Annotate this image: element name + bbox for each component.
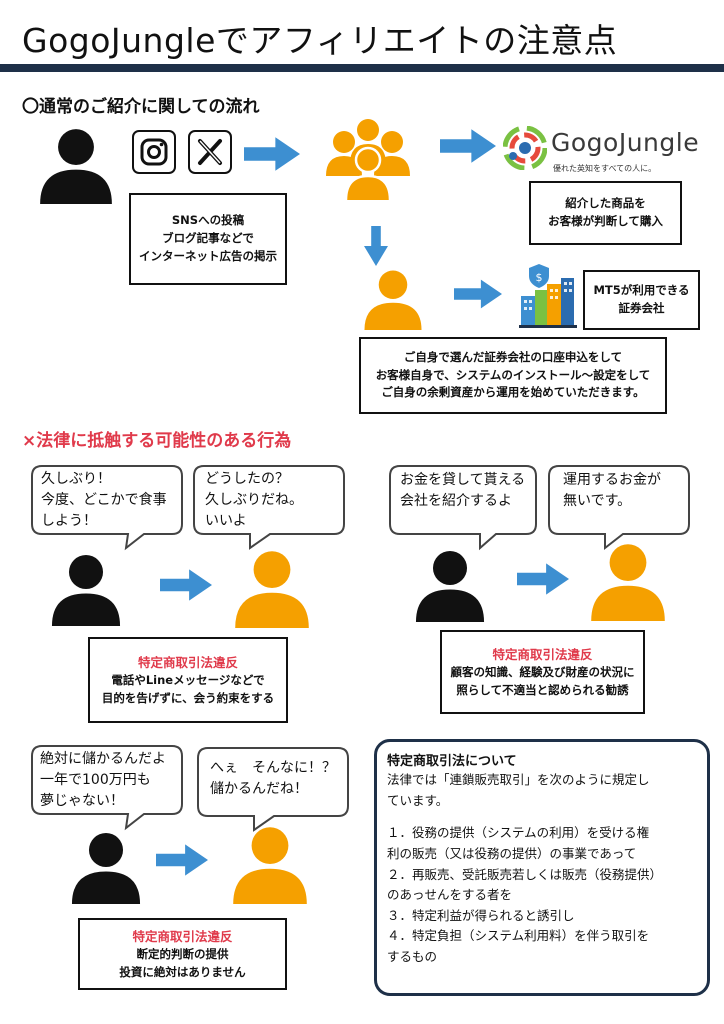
gogojungle-logo-text: GogoJungle (551, 128, 700, 157)
speech-bubble (548, 465, 690, 551)
broker-line: MT5が利用できる (593, 283, 690, 298)
bubble-line: 久しぶりだね。 (205, 492, 303, 508)
speaker-person-icon (68, 830, 144, 904)
listener-person-icon (232, 548, 312, 628)
gogojungle-logo-icon (503, 126, 547, 170)
bubble-line: 一年で100万円も (40, 772, 151, 788)
violation-box: 特定商取引法違反 断定的判断の提供 投資に絶対はありません (78, 918, 287, 990)
law-line: するもの (387, 949, 438, 964)
speech-bubble (193, 465, 345, 550)
instagram-icon (132, 130, 176, 174)
broker-line: 証券会社 (618, 301, 665, 315)
violation-label: 特定商取引法違反 (137, 654, 238, 670)
arrow-right-icon (440, 128, 496, 164)
violation-label: 特定商取引法違反 (132, 928, 233, 944)
account-line: ご自身の余剰資産から運用を始めていただきます。 (381, 385, 645, 400)
bubble-line: どうしたの？ (205, 471, 289, 487)
speech-bubble (31, 465, 183, 551)
section1-heading: 〇通常のご紹介に関しての流れ (22, 97, 260, 117)
violation-box: 特定商取引法違反 電話やLineメッセージなどで 目的を告げずに、会う約束をする (88, 637, 288, 723)
sns-line: ブログ記事などで (162, 231, 254, 246)
bubble-line: お金を貸して貰える (400, 472, 526, 488)
arrow-right-icon (517, 562, 569, 596)
violation-desc: 電話やLineメッセージなどで (111, 672, 265, 687)
law-line: のあっせんをする者を (387, 887, 513, 903)
law-line: ２．再販売、受託販売若しくは販売（役務提供） (387, 866, 663, 882)
broker-box: MT5が利用できる 証券会社 (583, 270, 700, 330)
law-line: ています。 (387, 792, 449, 808)
bubble-line: しよう！ (41, 513, 97, 529)
violation-desc: 目的を告げずに、会う約束をする (101, 690, 275, 705)
bubble-line: 夢じゃない！ (40, 793, 124, 809)
x-icon (188, 130, 232, 174)
arrow-right-icon (454, 278, 502, 310)
account-line: お客様自身で、システムのインストール～設定をして (375, 367, 651, 382)
purchase-line: お客様が判断して購入 (548, 214, 663, 228)
arrow-right-icon (160, 568, 212, 602)
gogojungle-tagline: 優れた英知をすべての人に。 (553, 164, 657, 173)
bubble-line: 儲かるんだね！ (210, 781, 308, 797)
arrow-right-icon (156, 843, 208, 877)
section2-heading: ×法律に抵触する可能性のある行為 (22, 431, 292, 451)
law-line: 利の販売（又は役務の提供）の事業であって (387, 845, 637, 861)
speaker-person-icon (48, 552, 124, 626)
bubble-line: 久しぶり！ (41, 471, 111, 487)
account-line: ご自身で選んだ証券会社の口座申込をして (403, 349, 623, 364)
bubble-line: 絶対に儲かるんだよ (40, 751, 166, 767)
account-box: ご自身で選んだ証券会社の口座申込をして お客様自身で、システムのインストール～設… (359, 337, 667, 414)
svg-text:$: $ (536, 271, 543, 284)
violation-desc: 投資に絶対はありません (119, 964, 246, 979)
bubble-line: 今度、どこかで食事 (41, 492, 167, 508)
speech-bubble (197, 747, 349, 832)
group-people-icon (326, 119, 410, 200)
securities-building-icon: $ (519, 264, 577, 328)
violation-label: 特定商取引法違反 (492, 646, 593, 662)
bubble-line: 会社を紹介するよ (400, 493, 512, 509)
bubble-line: 運用するお金が (563, 472, 661, 488)
sns-line: SNSへの投稿 (171, 213, 245, 228)
sns-box: SNSへの投稿 ブログ記事などで インターネット広告の掲示 (129, 193, 287, 285)
bubble-text: 久しぶり！ 今度、どこかで食事 しよう！ (41, 469, 167, 532)
law-heading: 特定商取引法について (387, 754, 517, 769)
violation-desc: 照らして不適当と認められる勧誘 (456, 682, 629, 697)
law-line: ３．特定利益が得られると誘引し (387, 907, 575, 923)
violation-box: 特定商取引法違反 顧客の知識、経験及び財産の状況に 照らして不適当と認められる勧… (440, 630, 645, 714)
customer-person-icon (362, 268, 424, 330)
bubble-line: 無いです。 (563, 493, 632, 509)
listener-person-icon (230, 824, 310, 904)
law-line: １．役務の提供（システムの利用）を受ける権 (387, 825, 650, 841)
page-title: GogoJungleでアフィリエイトの注意点 (22, 21, 618, 60)
arrow-down-icon (363, 226, 389, 266)
title-underline (0, 64, 724, 72)
speech-bubble (31, 745, 183, 831)
speaker-person-icon (412, 548, 488, 622)
arrow-right-icon (244, 136, 300, 172)
law-info-box: 特定商取引法について 法律では「連鎖販売取引」を次のように規定し ています。 １… (374, 739, 710, 996)
law-line: ４．特定負担（システム利用料）を伴う取引を (387, 928, 650, 944)
listener-person-icon (588, 541, 668, 621)
bubble-line: へぇ そんなに！？ (210, 760, 336, 776)
purchase-line: 紹介した商品を (565, 196, 646, 211)
speech-bubble (389, 465, 537, 551)
bubble-line: いいよ (205, 513, 247, 529)
law-line: 法律では「連鎖販売取引」を次のように規定し (387, 772, 650, 787)
bubble-text: お金を貸して貰える 会社を紹介するよ (400, 470, 525, 512)
purchase-box: 紹介した商品を お客様が判断して購入 (529, 181, 682, 245)
sns-line: インターネット広告の掲示 (139, 248, 277, 263)
violation-desc: 断定的判断の提供 (136, 946, 229, 961)
violation-desc: 顧客の知識、経験及び財産の状況に (450, 664, 635, 679)
affiliate-person-icon (36, 126, 116, 204)
law-spacer (387, 811, 697, 823)
bubble-text: へぇ そんなに！？ 儲かるんだね！ (210, 758, 336, 800)
bubble-text: 運用するお金が 無いです。 (563, 470, 661, 512)
bubble-text: 絶対に儲かるんだよ 一年で100万円も 夢じゃない！ (40, 749, 166, 812)
bubble-text: どうしたの？ 久しぶりだね。 いいよ (205, 469, 303, 532)
